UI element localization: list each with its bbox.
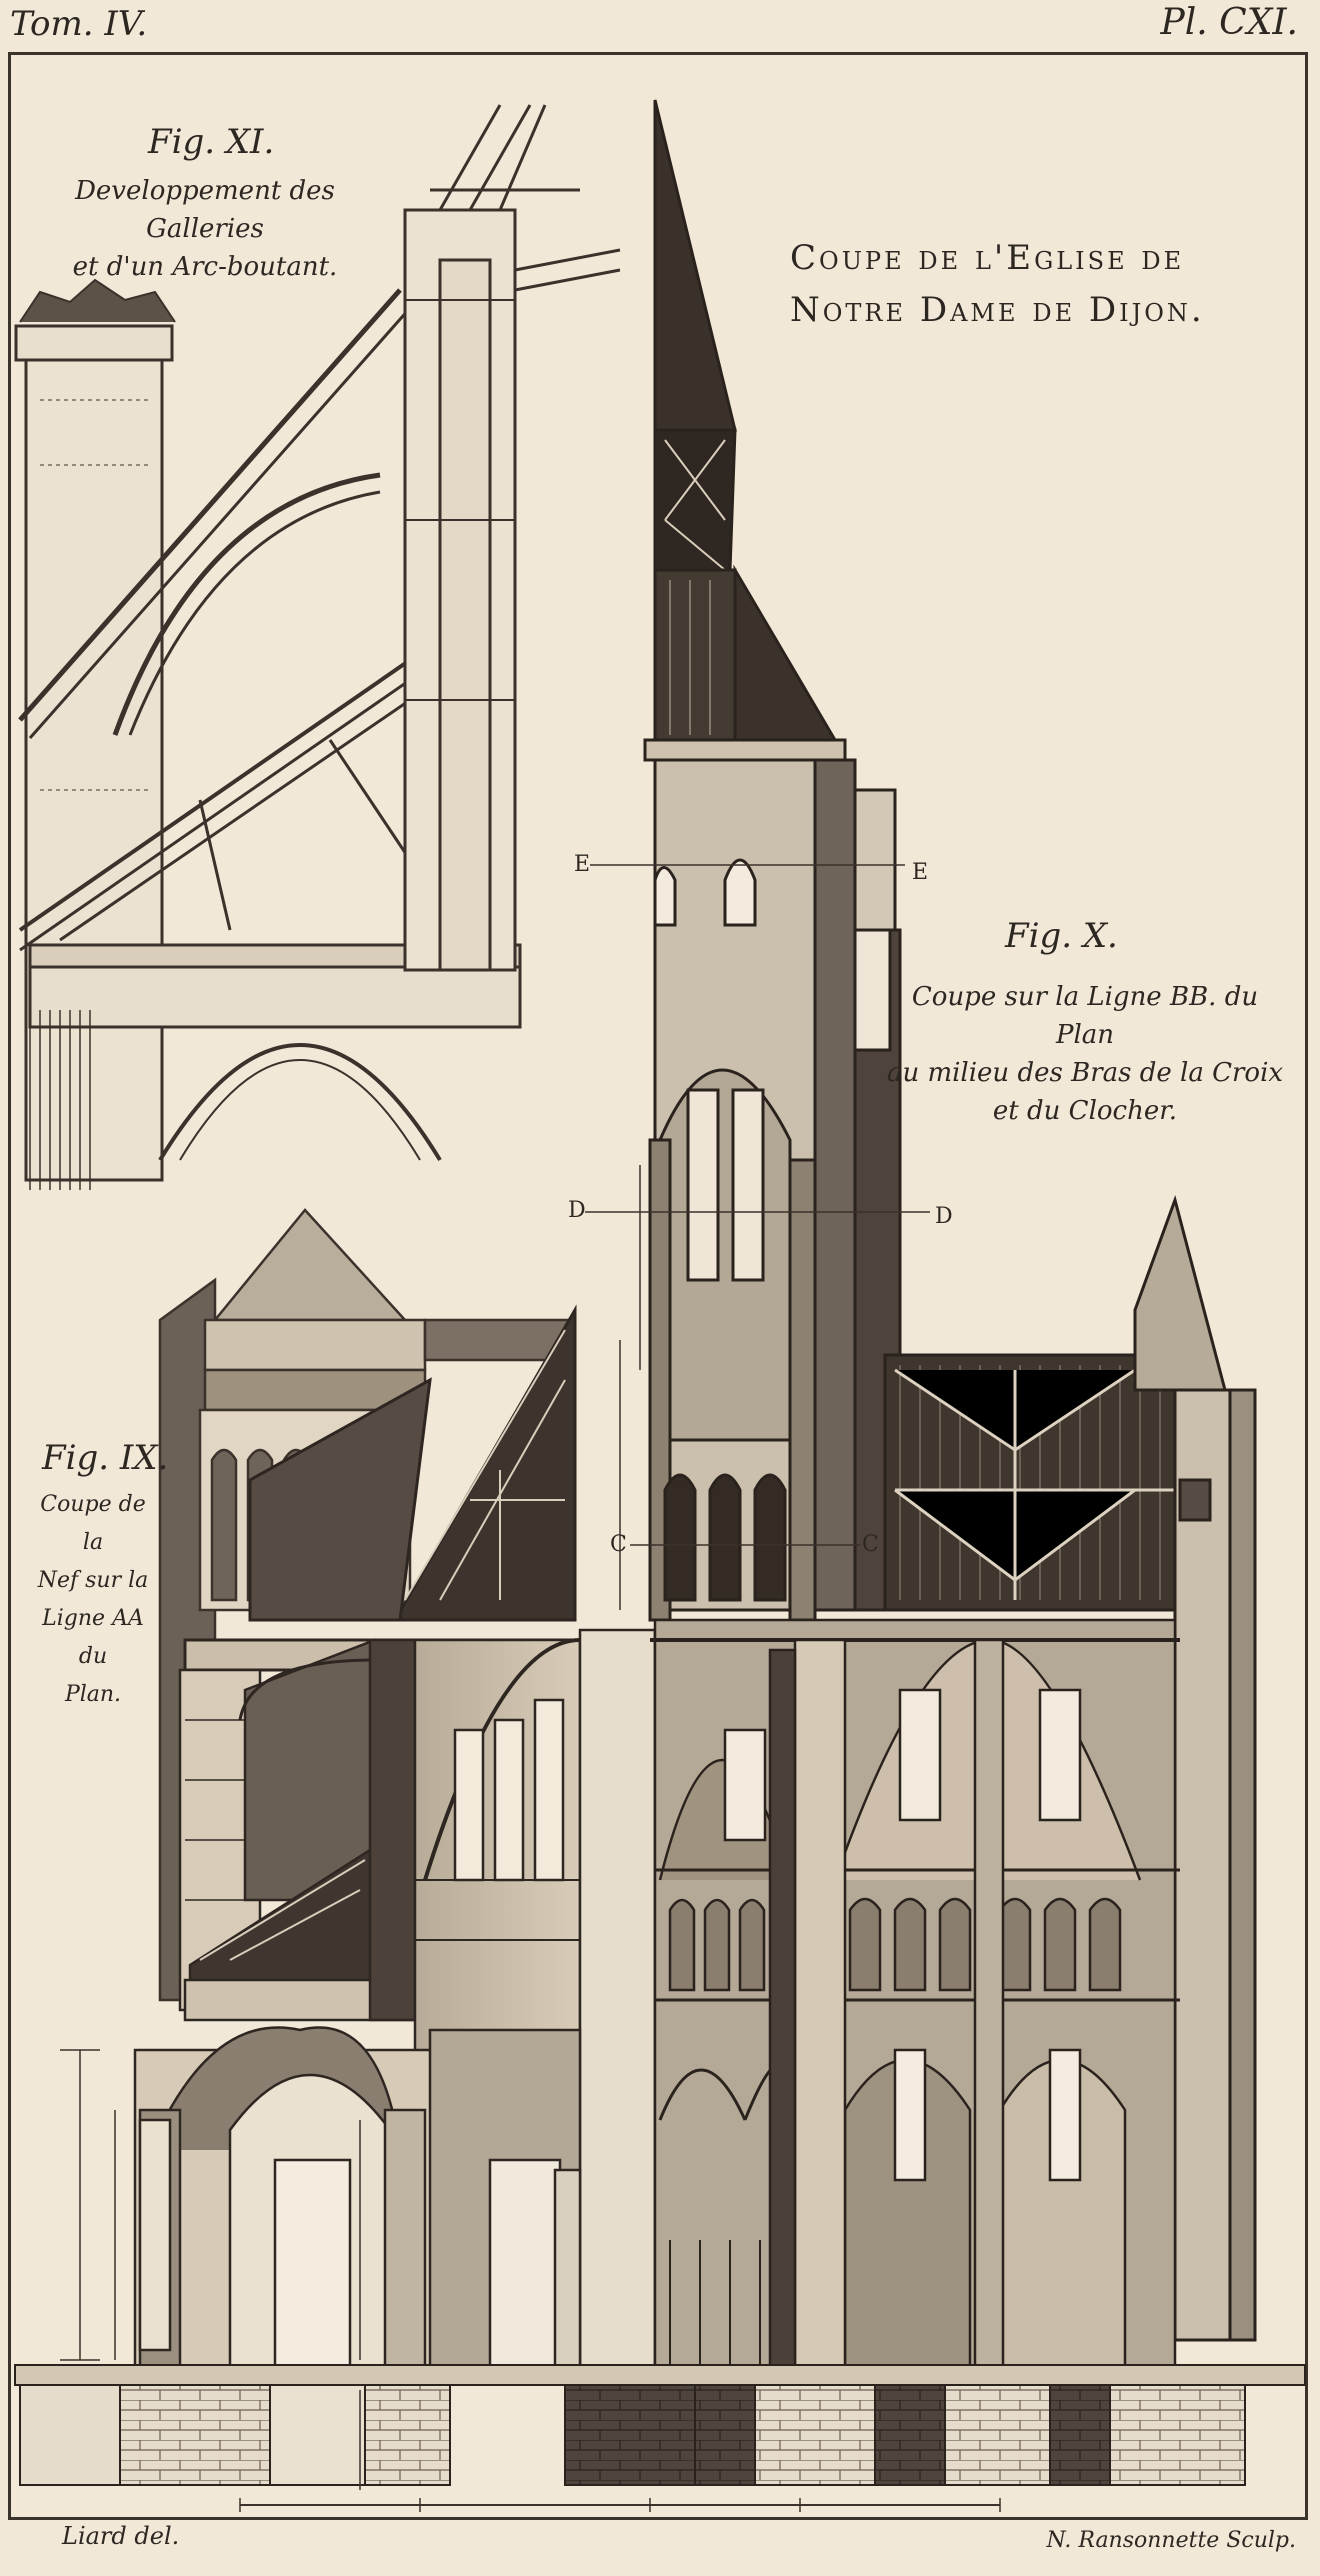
- section-letter-e-right: E: [912, 860, 929, 885]
- section-letter-c-left: C: [610, 1532, 627, 1557]
- fig11-label: Fig. XI.: [148, 122, 275, 162]
- fig11-caption-line1: Developpement des Galleries: [75, 176, 335, 244]
- plate-title: Coupe de l'Eglise de Notre Dame de Dijon…: [790, 232, 1250, 336]
- fig9-aisle: [178, 1638, 432, 2022]
- fig10-label: Fig. X.: [1005, 916, 1118, 956]
- engraver-credit: N. Ransonnette Sculp.: [1046, 2528, 1296, 2553]
- section-letter-d-left: D: [568, 1198, 586, 1223]
- fig10-central-tower: [643, 99, 902, 1622]
- fig11-caption-line2: et d'un Arc-boutant.: [72, 252, 338, 282]
- draughtsman-credit: Liard del.: [62, 2522, 180, 2550]
- fig9-label: Fig. IX.: [42, 1438, 169, 1478]
- plate-title-line1: Coupe de l'Eglise de: [790, 238, 1185, 278]
- plate-number: Pl. CXI.: [1160, 2, 1298, 43]
- section-letter-c-right: C: [862, 1532, 879, 1557]
- plate-frame: [8, 52, 1308, 2520]
- section-lines: [60, 864, 1001, 2512]
- fig10-choir-interior: [650, 1618, 1180, 2372]
- fig9-caption-line3: Ligne AA du: [42, 1606, 144, 1669]
- section-letter-d-right: D: [935, 1204, 953, 1229]
- fig9-caption-line1: Coupe de la: [40, 1492, 146, 1555]
- fig10-caption: Coupe sur la Ligne BB. du Plan au milieu…: [880, 978, 1290, 1130]
- plate-title-line2: Notre Dame de Dijon.: [790, 290, 1205, 330]
- fig11-drawing: [14, 104, 621, 1190]
- foundation-masonry: [14, 2364, 1306, 2486]
- volume-label: Tom. IV.: [10, 4, 148, 44]
- fig9-lower-arcade: [133, 2026, 582, 2372]
- section-letter-e-left: E: [574, 852, 591, 877]
- fig10-caption-line3: et du Clocher.: [992, 1096, 1178, 1126]
- fig9-caption-line4: Plan.: [64, 1682, 122, 1707]
- fig9-caption: Coupe de la Nef sur la Ligne AA du Plan.: [28, 1486, 158, 1714]
- fig10-caption-line2: au milieu des Bras de la Croix: [886, 1058, 1284, 1088]
- fig10-caption-line1: Coupe sur la Ligne BB. du Plan: [911, 982, 1259, 1050]
- fig9-caption-line2: Nef sur la: [37, 1568, 149, 1593]
- fig11-caption: Developpement des Galleries et d'un Arc-…: [40, 172, 370, 286]
